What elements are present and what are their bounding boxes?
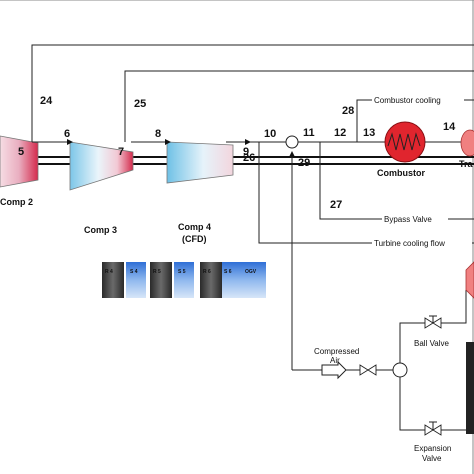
station-28: 28 — [342, 105, 354, 117]
station-8: 8 — [155, 128, 161, 140]
combustor — [384, 121, 426, 163]
blade-label-ogv: OGV — [245, 269, 257, 275]
station-9: 9 — [243, 146, 249, 158]
station-11: 11 — [303, 127, 315, 139]
label-combustor-cooling: Combustor cooling — [374, 96, 441, 105]
label-compressed-air-1: Compressed — [314, 347, 359, 356]
label-comp4-sub: (CFD) — [182, 234, 207, 244]
mixer-node — [285, 135, 299, 149]
compressor-3 — [69, 141, 134, 191]
compressor-2 — [0, 135, 39, 188]
station-14: 14 — [443, 121, 456, 133]
blade-label-r6: R 6 — [203, 269, 211, 275]
blade-label-s6: S 6 — [224, 269, 232, 275]
compressor-4 — [166, 141, 234, 184]
station-24: 24 — [40, 95, 53, 107]
label-comp3: Comp 3 — [84, 225, 117, 235]
blade-label-s4: S 4 — [130, 269, 138, 275]
transition-duct — [460, 129, 474, 157]
label-bypass-valve: Bypass Valve — [384, 215, 432, 224]
label-compressed-air-2: Air — [330, 356, 340, 365]
label-turbine-cooling-flow: Turbine cooling flow — [374, 239, 445, 248]
compressed-air-circuit — [292, 261, 474, 436]
label-transition: Tra — [459, 159, 474, 169]
station-12: 12 — [334, 127, 346, 139]
station-7: 7 — [118, 146, 124, 158]
blade-label-r4: R 4 — [105, 269, 113, 275]
blade-row-strip — [102, 262, 266, 298]
station-27: 27 — [330, 199, 342, 211]
station-26: 26 — [243, 152, 255, 164]
label-expansion-valve-1: Expansion — [414, 444, 451, 453]
station-13: 13 — [363, 127, 375, 139]
bleed-line-25 — [124, 70, 474, 142]
label-expansion-valve-2: Valve — [422, 454, 442, 463]
station-10: 10 — [264, 128, 276, 140]
station-29: 29 — [298, 157, 310, 169]
station-6: 6 — [64, 128, 70, 140]
blade-label-r5: R 5 — [153, 269, 161, 275]
station-25: 25 — [134, 98, 146, 110]
label-ball-valve: Ball Valve — [414, 339, 450, 348]
label-comp4: Comp 4 — [178, 222, 211, 232]
station-5: 5 — [18, 146, 24, 158]
label-comp2: Comp 2 — [0, 197, 33, 207]
label-combustor: Combustor — [377, 168, 425, 178]
blade-label-s5: S 5 — [178, 269, 186, 275]
